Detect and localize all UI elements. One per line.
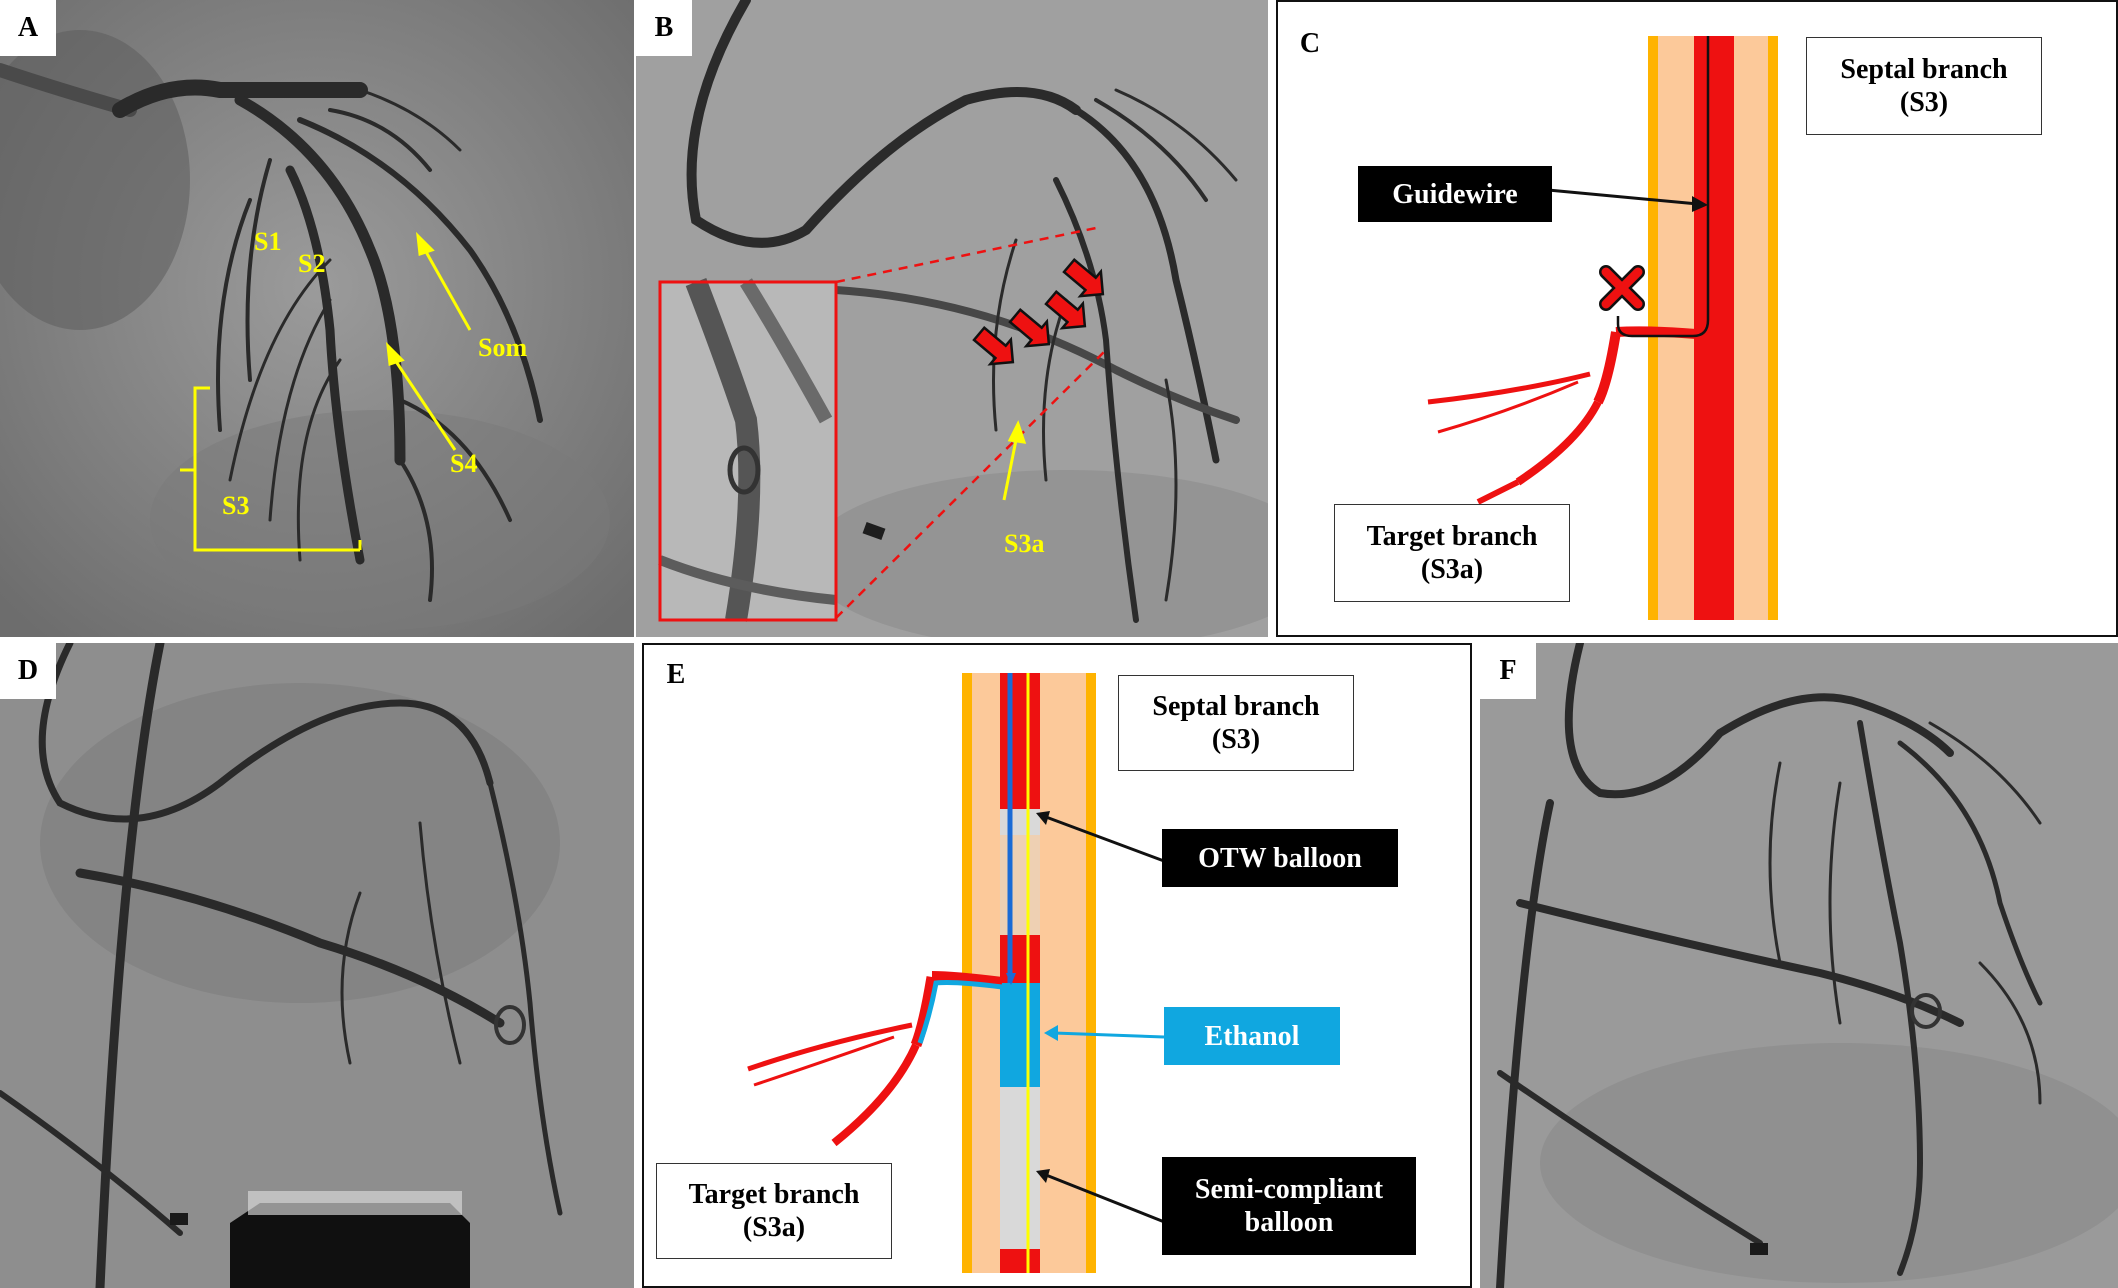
panel-e-letter: E	[666, 659, 686, 690]
panel-f: F	[1480, 643, 2118, 1288]
label-som: Som	[478, 333, 527, 362]
zoom-lines	[835, 226, 1107, 619]
panel-c-letter: C	[1299, 28, 1321, 59]
sheath-box	[230, 1191, 470, 1288]
label-s4: S4	[450, 449, 477, 478]
coronary-vessels	[0, 63, 543, 602]
panel-f-angiogram	[1480, 643, 2118, 1288]
panel-a: A	[0, 0, 634, 637]
red-arrows	[972, 257, 1105, 366]
panel-f-letter: F	[1480, 643, 1536, 699]
target-branch-label-e: Target branch (S3a)	[656, 1163, 892, 1259]
panel-d: D	[0, 643, 634, 1288]
semi-compliant-balloon-label: Semi-compliant balloon	[1162, 1157, 1416, 1255]
label-s2: S2	[298, 249, 325, 278]
septal-branch-label-c: Septal branch (S3)	[1806, 37, 2042, 135]
target-branch-label-c: Target branch (S3a)	[1334, 504, 1570, 602]
s3-bracket	[180, 386, 362, 552]
guidewire-label: Guidewire	[1358, 166, 1552, 222]
blocked-x-icon	[1599, 265, 1645, 311]
panel-b-letter: B	[636, 0, 692, 56]
panel-c-schematic	[1427, 36, 1778, 620]
septal-branch-label-e: Septal branch (S3)	[1118, 675, 1354, 771]
panel-b-angiogram: S3a	[636, 0, 1268, 637]
panel-e-schematic	[747, 673, 1173, 1273]
panel-d-letter: D	[0, 643, 56, 699]
panel-b: B	[636, 0, 1268, 637]
label-s3: S3	[222, 491, 249, 520]
zoom-inset	[658, 278, 838, 622]
panel-d-angiogram	[0, 643, 634, 1288]
panel-c: C Septal branch (S3) Guidewire Target br…	[1276, 0, 2118, 637]
panel-a-angiogram: S1 S2 Som S4 S3	[0, 0, 634, 637]
otw-balloon-label: OTW balloon	[1162, 829, 1398, 887]
panel-a-letter: A	[0, 0, 56, 56]
label-s3a: S3a	[1004, 529, 1044, 558]
panel-e: E Septal branch (S3) OTW balloon Ethan	[642, 643, 1472, 1288]
annotation-arrows	[386, 231, 472, 451]
label-s1: S1	[254, 227, 281, 256]
ethanol-label: Ethanol	[1164, 1007, 1340, 1065]
